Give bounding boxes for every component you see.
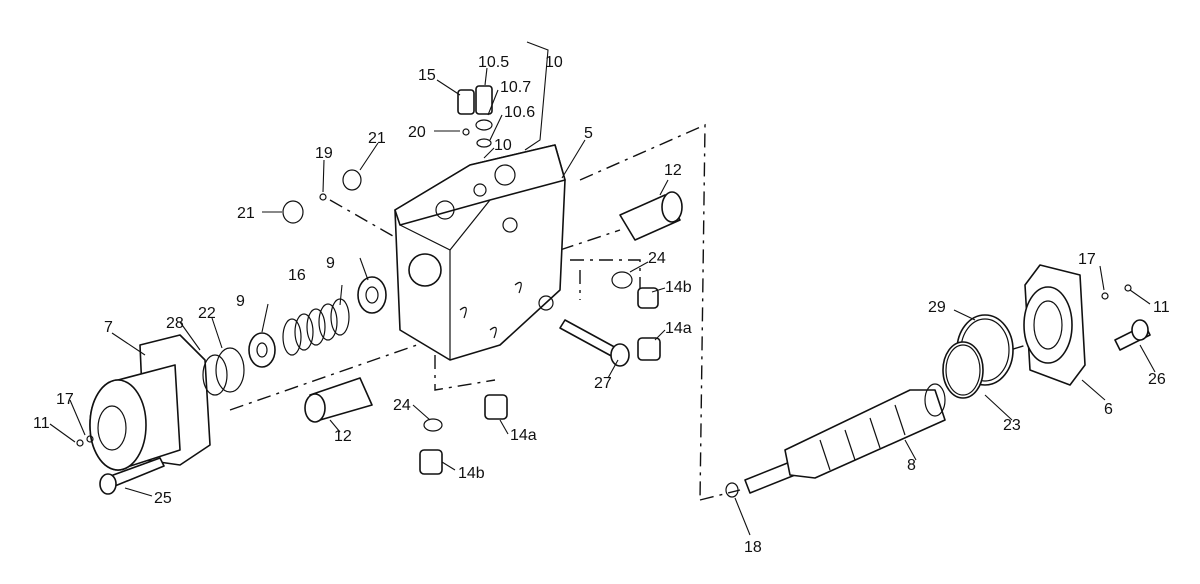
label-9-a: 9 — [326, 255, 335, 272]
label-6: 6 — [1104, 401, 1113, 418]
left-cover-assembly-part — [89, 334, 211, 471]
label-17-b: 17 — [1078, 251, 1096, 268]
spring-part — [282, 298, 350, 356]
label-9-b: 9 — [236, 293, 245, 310]
label-10-5: 10.5 — [478, 54, 509, 71]
label-24-b: 24 — [393, 397, 411, 414]
label-10-b: 10 — [494, 137, 512, 154]
plug-14a-14b-parts — [419, 271, 661, 475]
seal-ring-parts — [942, 314, 1014, 399]
bolt-parts — [99, 319, 1151, 495]
label-18: 18 — [744, 539, 762, 556]
label-29: 29 — [928, 299, 946, 316]
label-17-a: 17 — [56, 391, 74, 408]
label-23: 23 — [1003, 417, 1021, 434]
label-14a-a: 14a — [665, 320, 692, 337]
label-27: 27 — [594, 375, 612, 392]
label-21-b: 21 — [237, 205, 255, 222]
label-7: 7 — [104, 319, 113, 336]
label-11-a: 11 — [33, 415, 50, 432]
label-22: 22 — [198, 305, 216, 322]
label-24-a: 24 — [648, 250, 666, 267]
label-19: 19 — [315, 145, 333, 162]
right-end-cover-part — [1023, 264, 1086, 386]
label-21-a: 21 — [368, 130, 386, 147]
label-16: 16 — [288, 267, 306, 284]
label-11-b: 11 — [1153, 299, 1170, 316]
label-26: 26 — [1148, 371, 1166, 388]
label-10-a: 10 — [545, 54, 563, 71]
label-10-6: 10.6 — [504, 104, 535, 121]
valve-body-part — [394, 144, 566, 361]
leader-lines — [49, 41, 1156, 536]
label-20: 20 — [408, 124, 426, 141]
label-12-b: 12 — [334, 428, 352, 445]
washer-parts — [202, 276, 387, 396]
fitting-parts — [76, 85, 1132, 498]
label-25: 25 — [154, 490, 172, 507]
label-5: 5 — [584, 125, 593, 142]
label-12-a: 12 — [664, 162, 682, 179]
label-28: 28 — [166, 315, 184, 332]
label-8: 8 — [907, 457, 916, 474]
label-14a-b: 14a — [510, 427, 537, 444]
label-10-7: 10.7 — [500, 79, 531, 96]
label-14b-a: 14b — [665, 279, 692, 296]
spool-part — [744, 383, 946, 494]
sensor-plug-parts — [304, 191, 683, 423]
assembly-axis-lines — [229, 123, 1061, 501]
label-14b-b: 14b — [458, 465, 485, 482]
part-number-labels: 15 10.5 10 10.7 10.6 20 10 5 19 21 21 12… — [33, 54, 1170, 556]
label-15: 15 — [418, 67, 436, 84]
